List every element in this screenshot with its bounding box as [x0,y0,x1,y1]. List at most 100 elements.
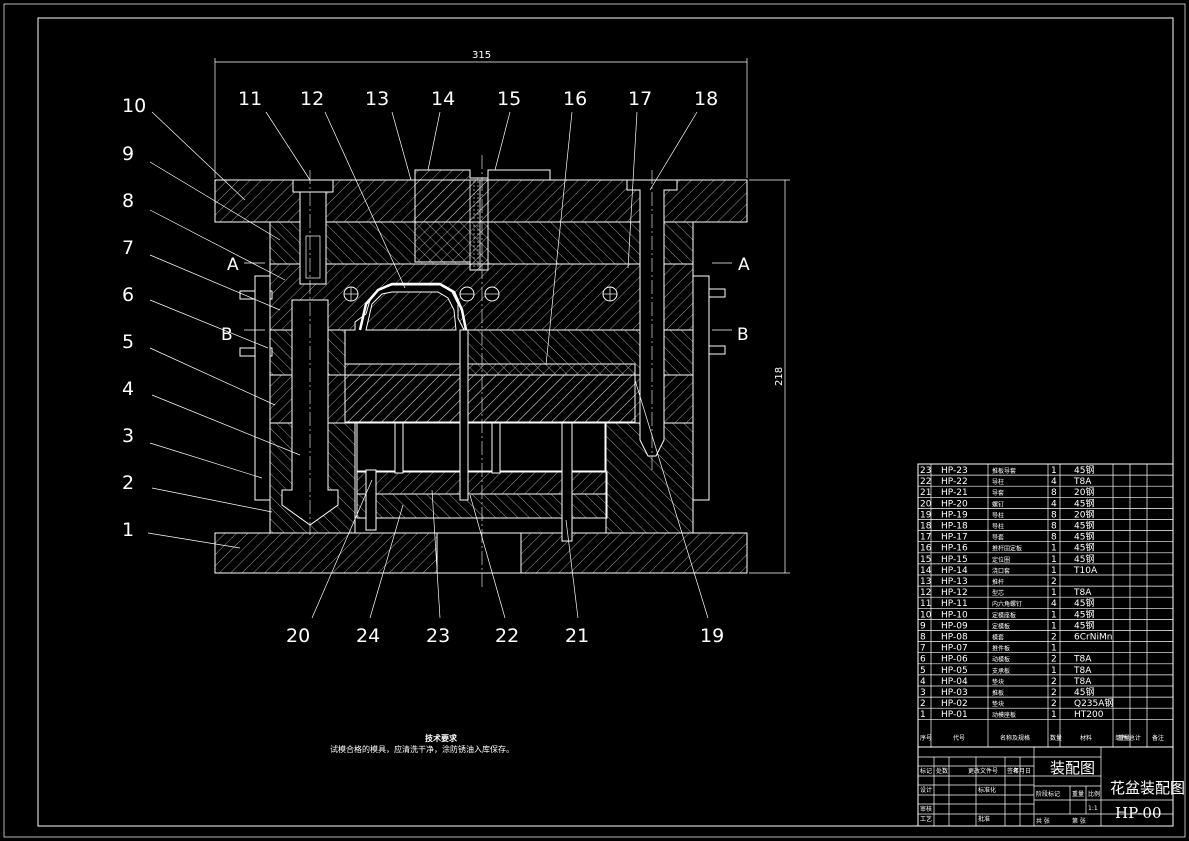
bom-qty: 8 [1051,510,1057,520]
bom-material: 45钢 [1074,686,1094,698]
bom-header-remark: 备注 [1152,734,1164,742]
bom-no: 16 [920,544,932,554]
bom-qty: 4 [1051,499,1057,509]
balloon-17: 17 [628,88,652,110]
bom-no: 22 [920,477,931,487]
bom-qty: 8 [1051,533,1057,543]
core [365,291,457,331]
notes-title: 技术要求 [425,733,458,743]
cavity-plate [269,263,694,331]
bom-qty: 2 [1051,633,1057,643]
bom-name: 定模座板 [992,611,1016,619]
bom-name: 推杆 [992,578,1004,586]
sprue-channel [469,179,481,271]
bom-no: 8 [920,633,926,643]
balloon-2: 2 [122,472,134,494]
bom-name: 导套 [992,489,1004,497]
bom-name: 推杆固定板 [992,545,1022,553]
bom-name: 推件板 [992,645,1010,653]
bom-code: HP-01 [941,710,968,720]
bom-qty: 2 [1051,699,1057,709]
bom-no: 21 [920,488,931,498]
bom-material: 45钢 [1074,608,1094,620]
bom-code: HP-05 [941,666,968,676]
tb-drawing-name: 装配图 [1050,759,1095,777]
bom-qty: 1 [1051,588,1057,598]
side-block-right [692,275,710,501]
bom-name: 推板 [992,689,1004,697]
bom-qty: 2 [1051,577,1057,587]
bom-name: 支承板 [992,667,1010,675]
bom-code: HP-03 [941,688,968,698]
screw-thread [305,235,321,279]
balloon-1: 1 [122,519,134,541]
balloon-22: 22 [495,625,519,647]
bom-no: 15 [920,555,931,565]
bom-material: T10A [1073,566,1098,576]
bom-code: HP-11 [941,599,968,609]
bom-name: 导柱 [992,478,1004,486]
bom-qty: 1 [1051,555,1057,565]
bom-no: 13 [920,577,931,587]
bom-material: T8A [1073,588,1092,598]
tb-assembly-name: 花盆装配图 [1110,779,1185,797]
bom-qty: 1 [1051,544,1057,554]
bom-no: 1 [920,710,926,720]
bom-code: HP-06 [941,655,968,665]
product-shell [358,282,468,331]
tb-sheets: 共 张 [1036,817,1050,825]
side-block-left [254,275,271,501]
bom-material: 45钢 [1074,520,1094,532]
ejector-pin-2 [491,422,501,474]
bom-material: 45钢 [1074,553,1094,565]
balloon-13: 13 [365,88,389,110]
bom-header-name: 名称及规格 [1000,734,1030,742]
bom-no: 2 [920,699,926,709]
section-b-left: B [221,325,233,345]
tb-sheet: 第 张 [1072,817,1086,825]
tb-drawing-no: HP-00 [1115,804,1162,822]
bom-material: 45钢 [1074,464,1094,476]
balloon-10: 10 [122,95,146,117]
bom-no: 7 [920,644,926,654]
balloon-23: 23 [426,625,450,647]
bom-material: Q235A钢 [1074,697,1113,709]
bom-name: 导柱 [992,523,1004,531]
bom-header-code: 代号 [953,734,965,742]
ejector-hole [436,532,522,574]
section-a-left: A [227,255,239,275]
bom-name: 螺钉 [992,500,1004,508]
balloon-4: 4 [122,378,134,400]
dimension-width [214,58,748,178]
bom-qty: 1 [1051,466,1057,476]
bom-material: T8A [1073,655,1092,665]
bom-no: 6 [920,655,926,665]
bom-material: T8A [1073,666,1092,676]
bom-code: HP-09 [941,621,968,631]
bom-code: HP-12 [941,588,968,598]
tb-scale: 1:1 [1088,805,1098,812]
bom-header-no: 序号 [920,734,932,742]
tb-change: 更改文件号 [968,767,998,775]
bom-header-qty: 数量 [1050,734,1062,742]
dim-height-label: 218 [774,367,785,386]
guide-bush-left [365,469,377,531]
bom-no: 9 [920,621,926,631]
bom-material: 45钢 [1074,497,1094,509]
bom-name: 导柱 [992,511,1004,519]
bom-no: 10 [920,610,932,620]
bom-name: 动模座板 [992,711,1016,719]
